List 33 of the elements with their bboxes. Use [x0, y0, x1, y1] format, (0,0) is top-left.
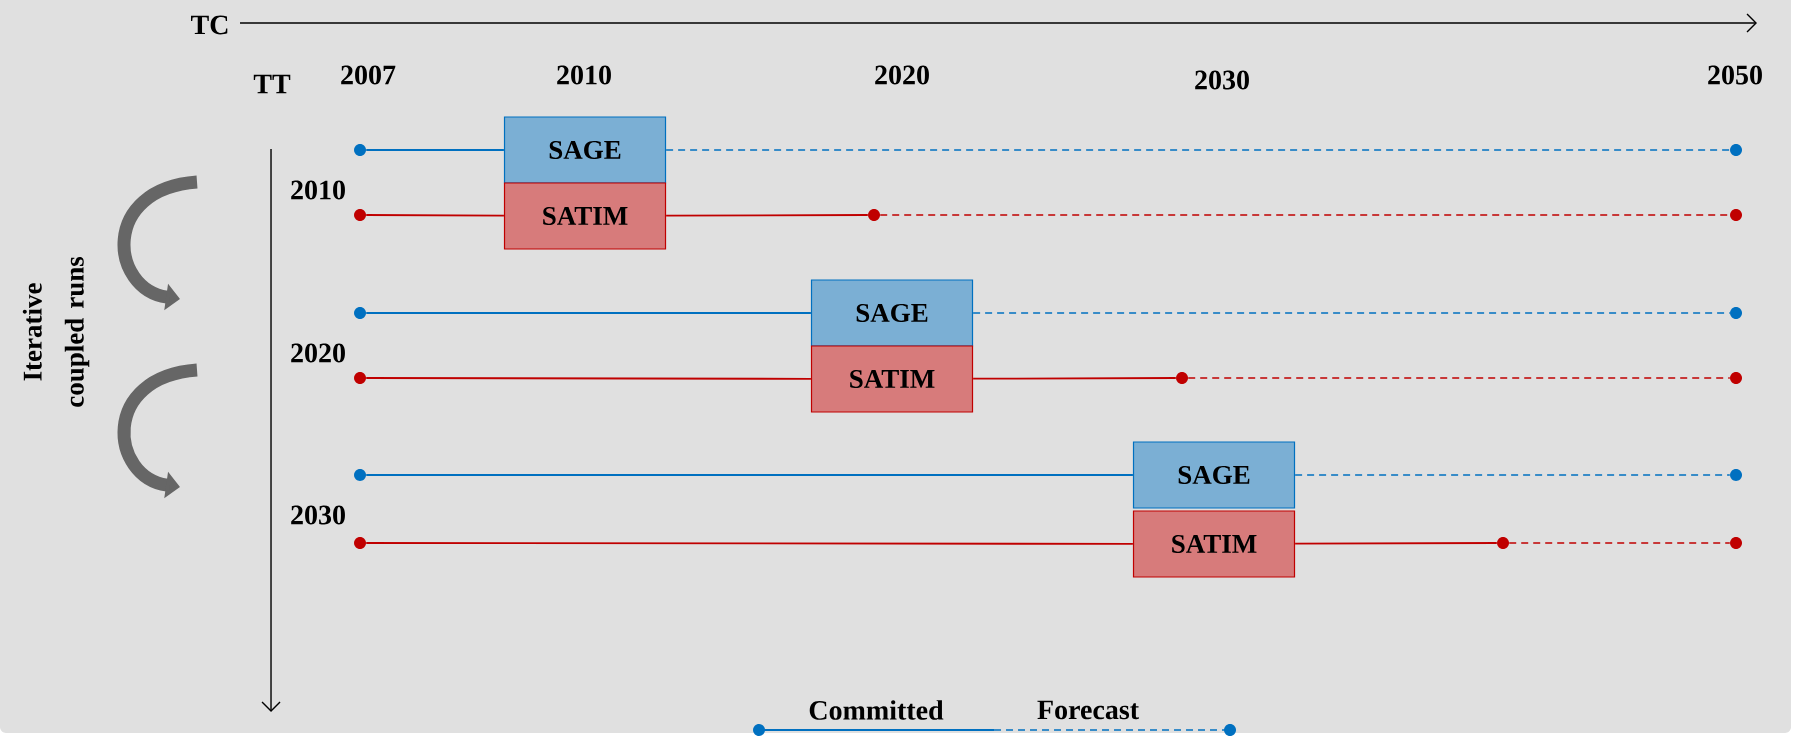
- year-label: 2020: [291, 343, 345, 363]
- model-box: SAGE: [1132, 441, 1296, 509]
- timeline: [365, 149, 505, 151]
- timeline: [365, 312, 812, 314]
- legend-label: Forecast: [1037, 700, 1139, 720]
- year-label: 2010: [291, 180, 345, 200]
- timeline: [1294, 474, 1731, 476]
- year-label: 2010: [557, 65, 611, 85]
- timeline: [1187, 377, 1731, 379]
- legend-label: Committed: [809, 700, 944, 720]
- model-box: SAGE: [810, 279, 974, 347]
- timeline: [665, 149, 1731, 151]
- model-box: SATIM: [503, 182, 667, 250]
- timeline: [665, 214, 869, 217]
- timeline: [365, 474, 1134, 476]
- timeline: [365, 214, 505, 217]
- model-box: SATIM: [1132, 510, 1296, 578]
- timeline: [972, 312, 1731, 314]
- model-box: SATIM: [810, 345, 974, 413]
- axis-label: TC: [191, 15, 228, 35]
- year-label: 2030: [291, 505, 345, 525]
- timeline: [1508, 542, 1731, 544]
- timeline: [972, 377, 1177, 380]
- year-label: 2020: [875, 65, 929, 85]
- timeline: [1294, 542, 1498, 545]
- model-box: SAGE: [503, 116, 667, 184]
- axis-label: TT: [253, 74, 291, 94]
- timeline: [365, 377, 812, 380]
- timeline: [365, 542, 1134, 545]
- year-label: 2007: [341, 65, 396, 85]
- year-label: 2050: [1708, 65, 1762, 85]
- side-label: Iterative coupled runs: [22, 256, 90, 407]
- year-label: 2030: [1195, 70, 1249, 90]
